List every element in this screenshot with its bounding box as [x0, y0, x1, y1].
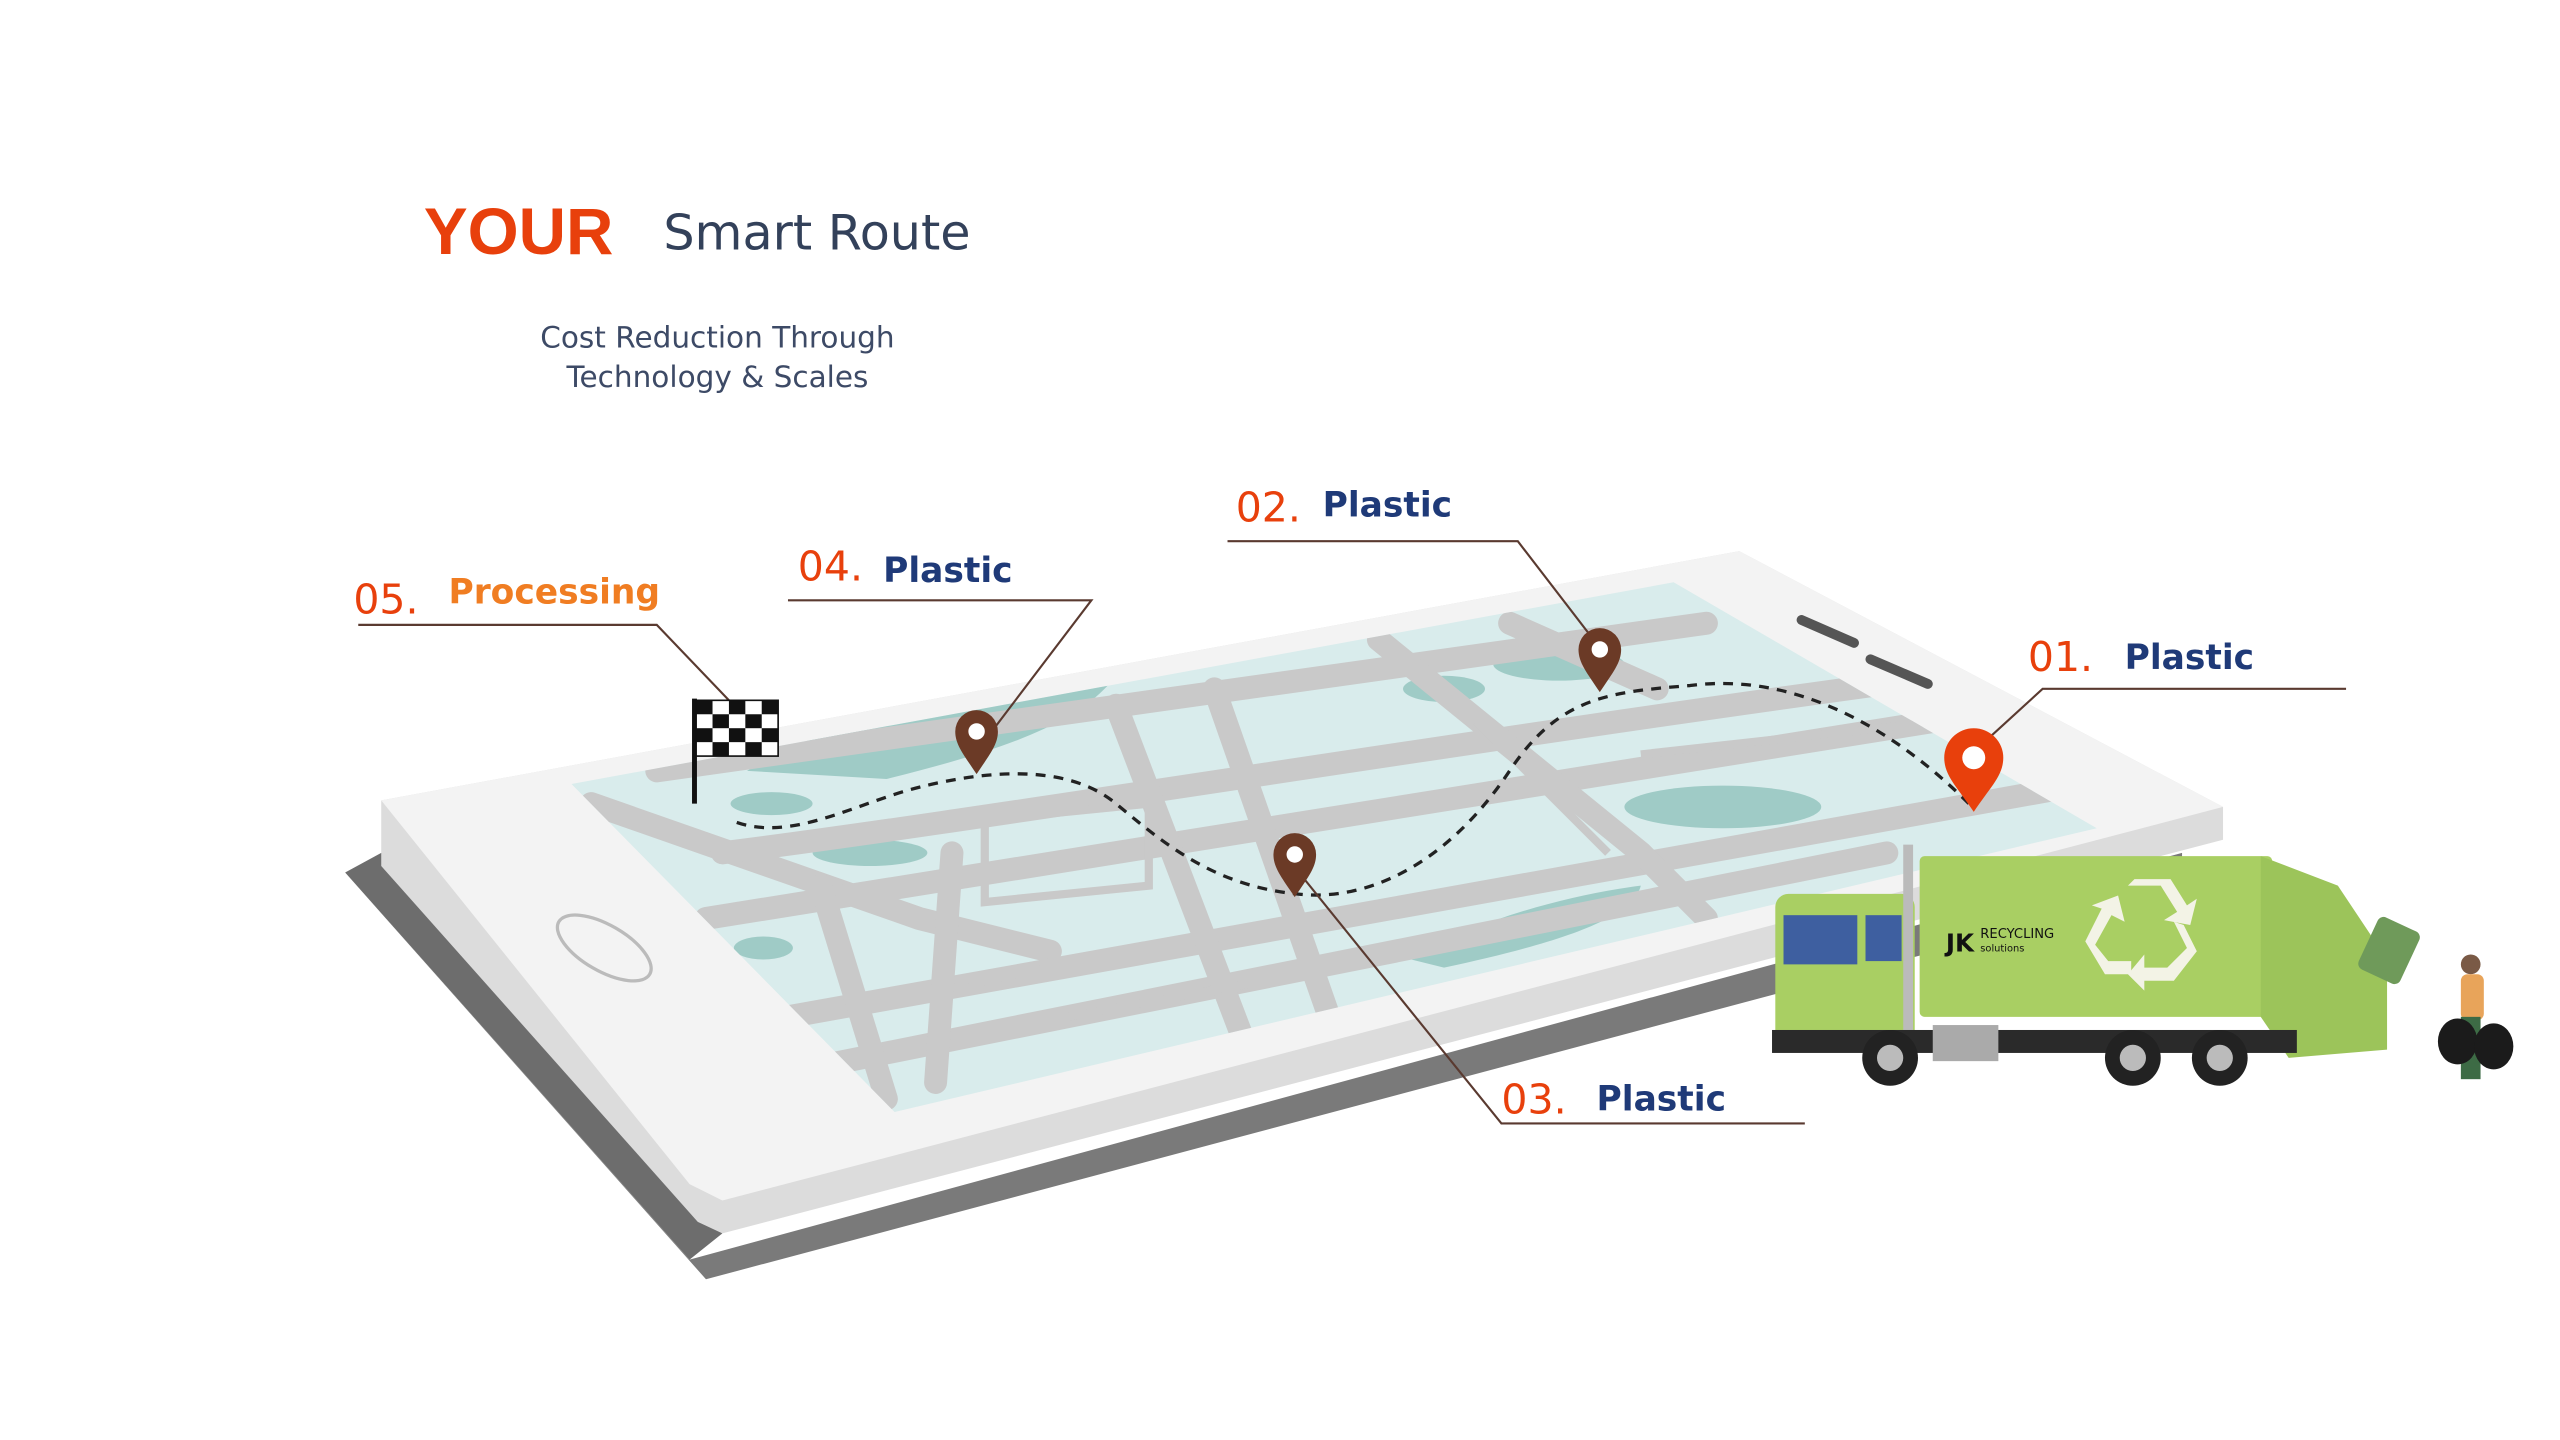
map-pin-icon [1578, 628, 1622, 693]
stop-label-02: 02. Plastic [1236, 484, 1452, 532]
map-pin-icon [1273, 833, 1317, 898]
truck-logo: JK RECYCLING solutions [1944, 927, 2054, 957]
stop-name: Plastic [1597, 1079, 1726, 1119]
checkered-flag-icon [692, 698, 779, 804]
logo-name: RECYCLING [1980, 927, 2054, 942]
truck-wheel [2104, 1029, 2161, 1086]
map [579, 611, 2079, 1111]
stop-name: Plastic [883, 551, 1012, 591]
logo-brand: JK [1944, 928, 1975, 957]
stop-label-04: 04. Plastic [798, 543, 1013, 592]
worker-figure [2437, 954, 2514, 1080]
garbage-truck: JK RECYCLING solutions [1772, 844, 2420, 1086]
stop-number: 01. [2028, 633, 2093, 681]
subtitle-line-2: Technology & Scales [565, 360, 868, 394]
stop-number: 03. [1501, 1076, 1566, 1124]
stop-name: Processing [448, 573, 660, 613]
stop-number: 02. [1236, 484, 1301, 532]
bin-icon [2358, 916, 2420, 985]
truck-wheel [1862, 1029, 1918, 1086]
logo-tagline: solutions [1980, 943, 2024, 954]
stop-name: Plastic [2125, 638, 2254, 678]
page-title: Smart Route [663, 203, 970, 261]
subtitle-line-1: Cost Reduction Through [540, 321, 894, 355]
stop-number: 04. [798, 543, 863, 591]
header: YOUR Smart Route Cost Reduction Through … [424, 195, 971, 394]
route-path [729, 681, 1970, 897]
title-accent: YOUR [424, 195, 614, 268]
speaker-icon [1796, 615, 1859, 648]
map-pin-icon [955, 710, 998, 775]
home-button [555, 913, 653, 983]
leader-lines [358, 540, 2347, 1125]
recycle-icon [2085, 879, 2197, 991]
start-pin-icon [1944, 728, 2004, 812]
truck-wheel [2191, 1029, 2248, 1086]
stop-label-03: 03. Plastic [1501, 1076, 1726, 1124]
stop-number: 05. [353, 575, 418, 623]
stop-name: Plastic [1323, 486, 1452, 526]
stop-label-05: 05. Processing [353, 573, 660, 624]
stop-label-01: 01. Plastic [2028, 633, 2254, 681]
